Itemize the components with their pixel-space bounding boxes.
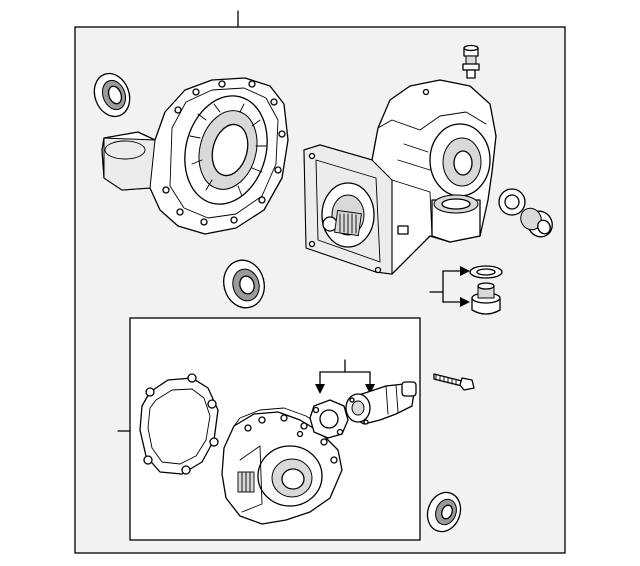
axle-seal: [223, 259, 265, 309]
callout-bracket: [429, 266, 470, 307]
oil-seal-upper: [93, 72, 131, 118]
drain-plug-gasket-upper: [498, 188, 526, 216]
drain-plug-upper: [520, 207, 553, 238]
differential-housing-cover: [101, 77, 289, 235]
coupling-actuator: [345, 381, 417, 425]
coupling-housing: [221, 407, 343, 525]
oil-seal-lower: [426, 491, 462, 533]
coupling-gasket: [139, 373, 219, 475]
vent-plug: [462, 44, 480, 79]
actuator-gasket: [309, 399, 349, 439]
drain-plug-gasket: [469, 265, 503, 279]
bolt: [433, 373, 475, 391]
actuator-callout-bracket: [315, 359, 375, 394]
differential-carrier: [303, 79, 497, 275]
drain-plug: [471, 282, 501, 315]
